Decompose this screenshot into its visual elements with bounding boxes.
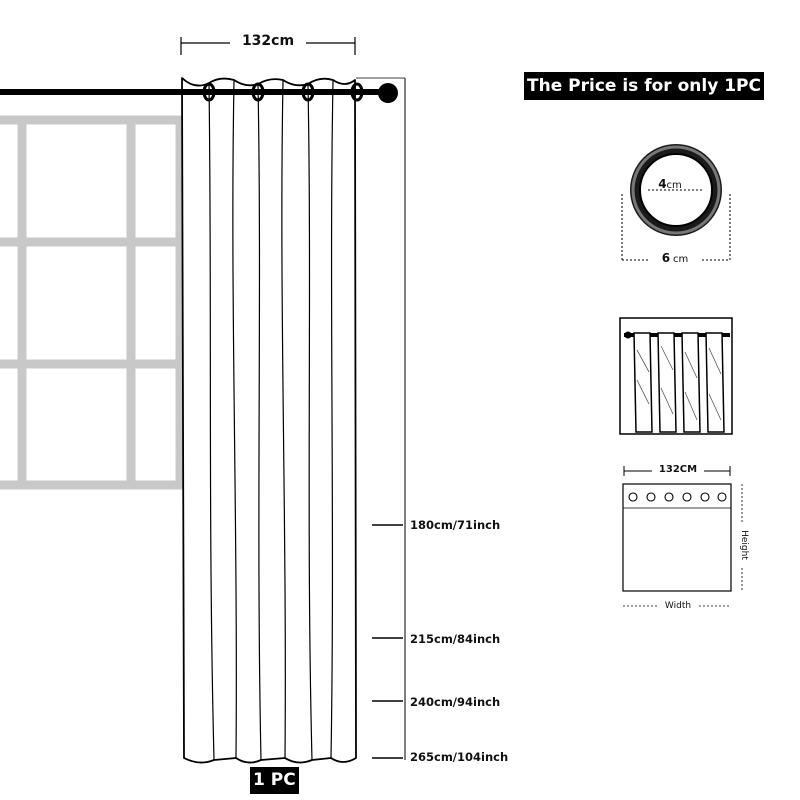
size-schematic bbox=[622, 466, 743, 607]
rod-thumbnail bbox=[619, 317, 733, 435]
window-frame bbox=[0, 115, 185, 490]
height-guide bbox=[356, 77, 406, 760]
grommet-inner-value: 4 bbox=[658, 177, 667, 191]
width-label: 132cm bbox=[230, 33, 306, 49]
schematic-height-caption: Height bbox=[739, 523, 749, 567]
schematic-width-caption: Width bbox=[658, 601, 698, 611]
curtain-panel bbox=[181, 77, 357, 764]
size-label-240: 240cm/94inch bbox=[410, 695, 501, 709]
curtain-rod bbox=[0, 82, 398, 103]
grommet-outer-unit: cm bbox=[673, 254, 689, 265]
grommet-outer-value: 6 bbox=[661, 251, 671, 265]
grommet-inner-unit: cm bbox=[666, 180, 682, 191]
grommet-ring-icon bbox=[621, 144, 731, 261]
size-label-265: 265cm/104inch bbox=[410, 750, 509, 764]
schematic-width-label: 132CM bbox=[652, 464, 704, 475]
one-pc-badge: 1 PC bbox=[250, 767, 299, 794]
size-label-215: 215cm/84inch bbox=[410, 632, 501, 646]
rod-finial bbox=[378, 83, 398, 103]
size-label-180: 180cm/71inch bbox=[410, 518, 501, 532]
grommet-inner-diameter: 4cm bbox=[646, 177, 694, 191]
price-banner: The Price is for only 1PC bbox=[524, 72, 764, 100]
